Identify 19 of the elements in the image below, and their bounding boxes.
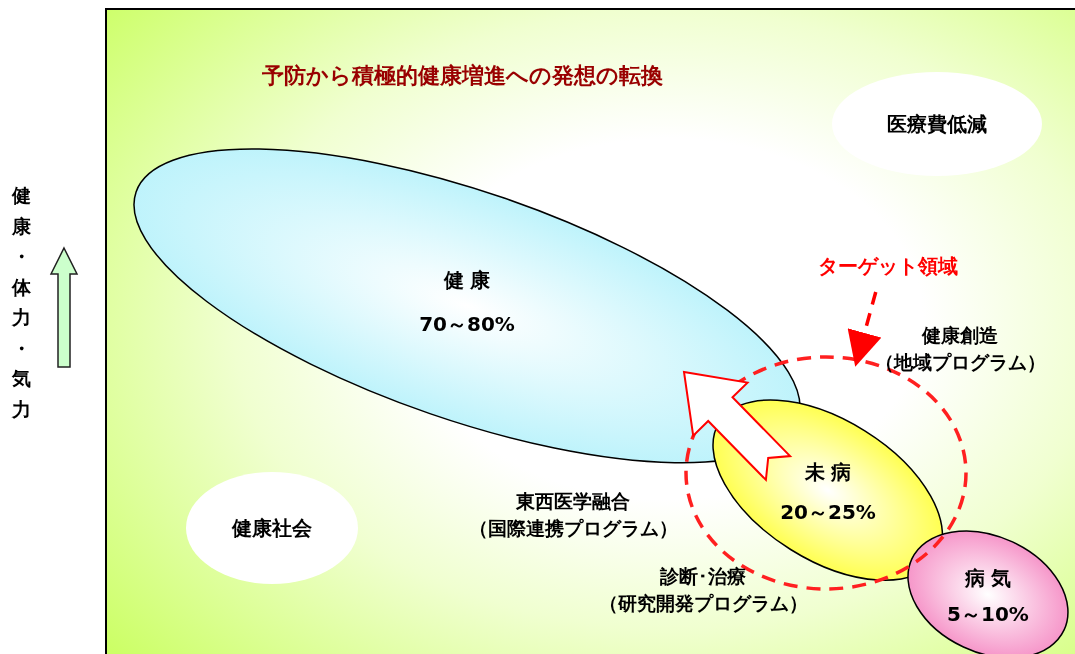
ellipse [132,147,802,465]
axis-label: 健康・体力・気力 [10,183,32,422]
title: 予防から積極的健康増進への発想の転換 [262,62,663,90]
ellipse-label: 健康社会 [232,516,312,540]
program-label: 東西医学融合（国際連携プログラム） [467,489,679,541]
program-label: 健康創造（地域プログラム） [873,323,1047,375]
ellipse-label: 病 気 [964,566,1012,590]
block-arrow [682,370,793,483]
program-label: 診断･治療（研究開発プログラム） [597,564,809,616]
ellipse [830,70,1044,178]
ellipse-label: 未 病 [804,460,852,484]
callout-text: ターゲット領域 [818,253,970,283]
arrow [847,291,882,367]
ellipse [184,470,360,586]
ellipse-label: 健 康 [443,268,491,292]
percentage-label: 5～10% [947,602,1029,626]
ellipse-label: 医療費低減 [887,112,987,136]
percentage-label: 70～80% [419,312,515,336]
percentage-label: 20～25% [780,500,876,524]
